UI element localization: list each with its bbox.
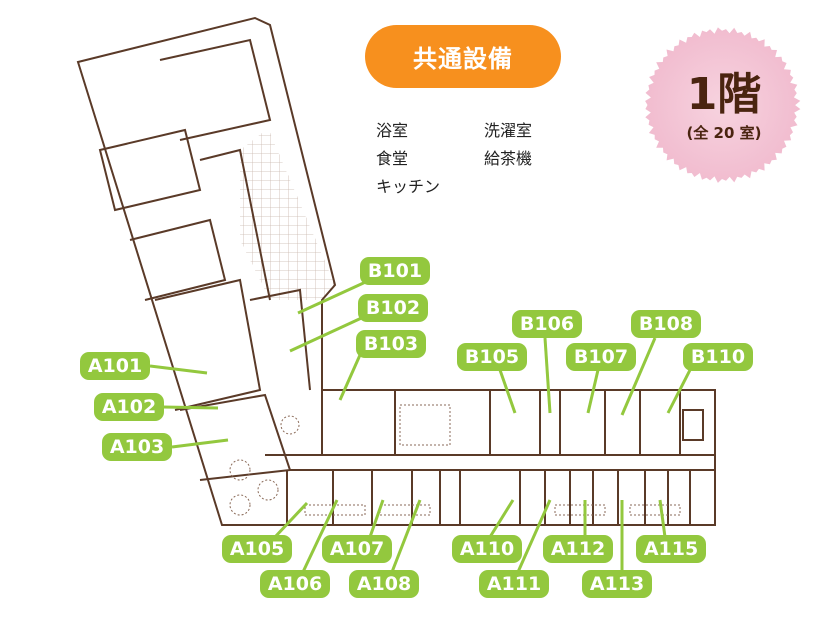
facility-tea-server: 給茶機 [484,149,533,168]
room-label-a115[interactable]: A115 [636,535,706,563]
building-outline [76,16,716,526]
room-label-a106[interactable]: A106 [260,570,330,598]
leader-line [149,364,208,375]
room-label-b101[interactable]: B101 [360,257,430,285]
room-label-a107[interactable]: A107 [322,535,392,563]
room-label-b107[interactable]: B107 [566,343,636,371]
facility-bath: 浴室 [376,121,409,140]
room-label-a112[interactable]: A112 [543,535,613,563]
leader-line [390,499,422,573]
leader-line [368,499,385,538]
leader-line [289,313,369,353]
floor-number: 1階 [686,69,762,120]
room-label-b108[interactable]: B108 [631,310,701,338]
leader-lines [149,278,692,573]
facility-laundry: 洗濯室 [484,121,533,140]
room-label-a108[interactable]: A108 [349,570,419,598]
room-label-b102[interactable]: B102 [358,294,428,322]
room-label-a105[interactable]: A105 [222,535,292,563]
leader-line [658,499,667,538]
leader-line [586,369,600,414]
leader-line [666,369,692,414]
room-label-a103[interactable]: A103 [102,433,172,461]
room-label-a110[interactable]: A110 [452,535,522,563]
leader-line [516,499,552,573]
common-facilities-heading: 共通設備 [365,25,561,88]
facility-kitchen: キッチン [376,177,441,196]
leader-line [620,337,657,416]
terrace-hatched [240,128,335,300]
leader-line [338,354,362,401]
room-label-a111[interactable]: A111 [479,570,549,598]
room-label-b106[interactable]: B106 [512,310,582,338]
room-label-b105[interactable]: B105 [457,343,527,371]
floor-badge-background [645,27,801,183]
leader-line [162,405,219,410]
leader-line [171,438,229,449]
room-label-a101[interactable]: A101 [80,352,150,380]
room-label-b103[interactable]: B103 [356,330,426,358]
facility-dining: 食堂 [376,149,409,168]
room-label-a102[interactable]: A102 [94,393,164,421]
leader-line [498,369,517,414]
leader-line [543,337,552,414]
leader-line [273,501,309,539]
leader-line [301,499,339,573]
room-label-a113[interactable]: A113 [582,570,652,598]
leader-line [488,499,515,538]
room-count: (全 20 室) [686,124,762,142]
room-label-b110[interactable]: B110 [683,343,753,371]
leader-line [297,278,371,315]
